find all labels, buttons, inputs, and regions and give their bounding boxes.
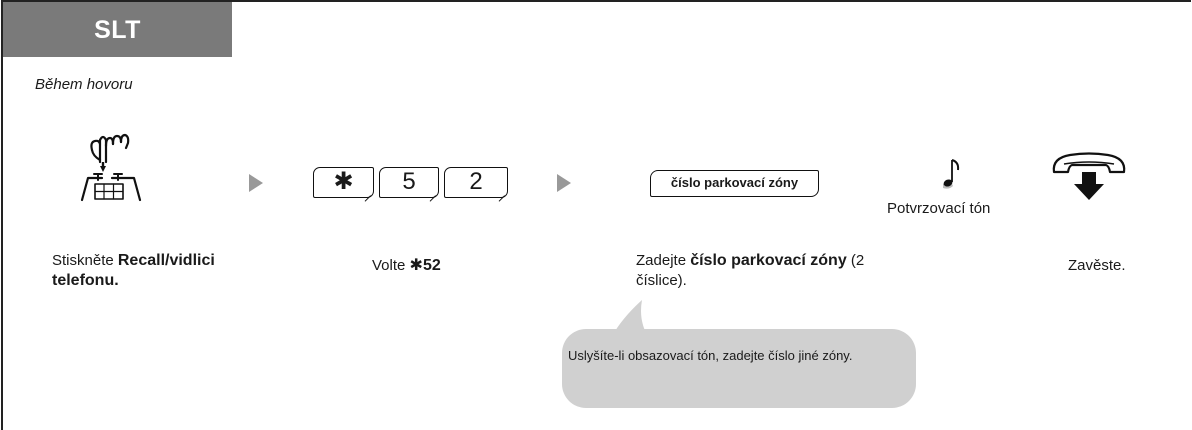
hangup-caption: Zavěste.	[1068, 257, 1126, 274]
music-note-icon	[943, 159, 960, 189]
dial-caption-symbol: ✱	[409, 257, 423, 274]
handset-down-icon	[1052, 152, 1126, 200]
zone-caption-prefix: Zadejte	[636, 252, 691, 269]
zone-caption-bold: číslo parkovací zóny	[690, 252, 847, 269]
dial-caption-bold: 52	[422, 257, 441, 274]
dial-keys: ✱ 5 2	[313, 167, 513, 198]
key-star: ✱	[313, 167, 374, 198]
step-arrow-2	[557, 174, 571, 192]
dial-caption-prefix: Volte	[372, 257, 410, 274]
zone-caption: Zadejte číslo parkovací zóny (2 číslice)…	[636, 251, 876, 291]
header-tab: SLT	[3, 2, 232, 57]
tone-label: Potvrzovací tón	[887, 200, 991, 217]
zone-caption-suffix: (2 číslice).	[636, 252, 865, 289]
recall-caption: Stiskněte Recall/vidlici telefonu.	[52, 251, 282, 291]
key-2: 2	[444, 167, 508, 198]
key-5: 5	[379, 167, 439, 198]
note-bubble	[562, 329, 916, 408]
step-arrow-1	[249, 174, 263, 192]
recall-caption-prefix: Stiskněte	[52, 252, 118, 269]
zone-number-box: číslo parkovací zóny	[650, 170, 819, 197]
context-label: Během hovoru	[35, 76, 133, 93]
hand-press-hook-icon	[80, 133, 142, 202]
dial-caption: Volte ✱52	[372, 256, 441, 276]
note-text: Uslyšíte-li obsazovací tón, zadejte čísl…	[568, 348, 853, 363]
header-title: SLT	[94, 16, 141, 44]
recall-caption-bold: Recall/vidlici telefonu.	[52, 252, 215, 289]
